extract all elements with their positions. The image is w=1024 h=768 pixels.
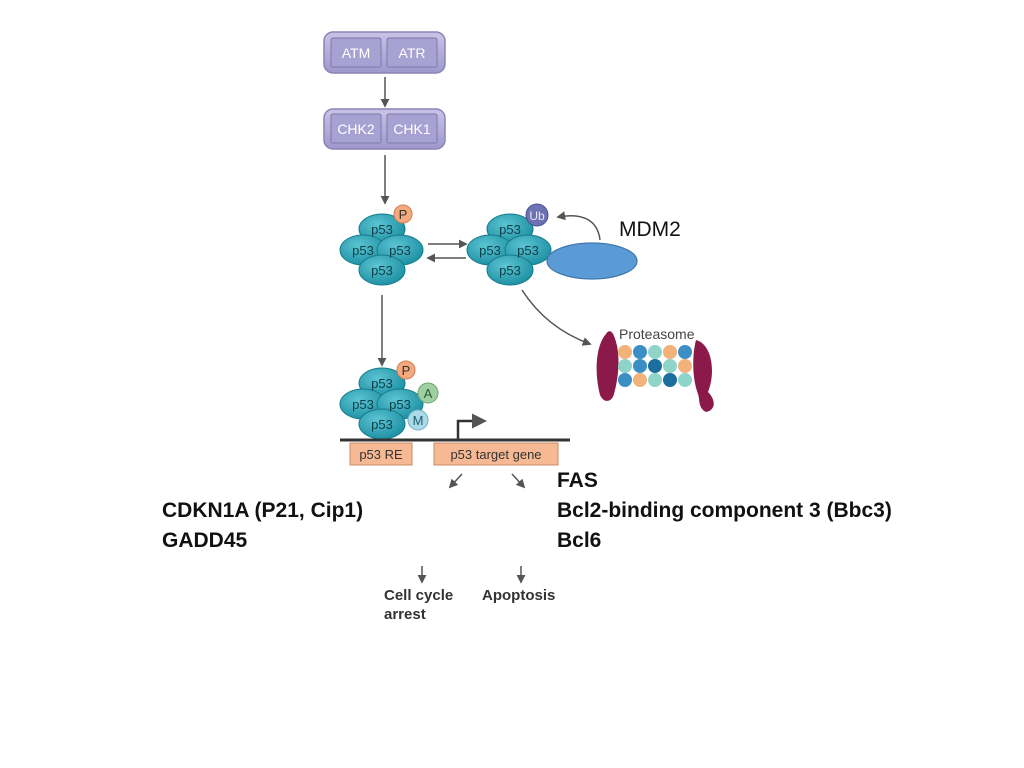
chk1-label: CHK1	[393, 121, 431, 137]
proteasome-label: Proteasome	[619, 326, 695, 342]
phospho-marker	[393, 204, 413, 224]
chk2-label: CHK2	[337, 121, 375, 137]
atm-atr-complex: ATM ATR	[323, 31, 446, 74]
p53-tetramer-ubiquitinated: p53 p53 p53 p53 Ub	[466, 203, 552, 286]
gene-item: CDKN1A (P21, Cip1)	[162, 499, 364, 522]
gene-item: GADD45	[162, 529, 248, 552]
arrow-to-proteasome	[521, 289, 592, 346]
p53-unit-label: p53	[371, 417, 393, 432]
arrow-mdm2-ubiquitinates	[556, 211, 601, 241]
gene-item: Bcl6	[557, 529, 602, 552]
phospho-label: P	[399, 207, 408, 222]
p53-unit-label: p53	[499, 222, 521, 237]
mdm2-ellipse	[546, 242, 638, 280]
p53-target-gene-box	[433, 442, 559, 466]
outcome-cell-cycle-line2: arrest	[384, 606, 426, 623]
gene-item: Bcl2-binding component 3 (Bbc3)	[557, 499, 892, 522]
p53-unit-label: p53	[371, 263, 393, 278]
outcome-cell-cycle-line1: Cell cycle	[384, 587, 453, 604]
acetyl-label: A	[424, 386, 433, 401]
p53-unit-label: p53	[352, 397, 374, 412]
phospho-label: P	[402, 363, 411, 378]
outcome-apoptosis: Apoptosis	[482, 587, 555, 604]
p53-re-box	[349, 442, 413, 466]
mdm2-label: MDM2	[619, 218, 681, 241]
atm-label: ATM	[342, 45, 371, 61]
atr-label: ATR	[399, 45, 426, 61]
p53-target-gene-label: p53 target gene	[450, 447, 541, 462]
p53-unit-label: p53	[371, 376, 393, 391]
methyl-marker	[407, 409, 429, 431]
p53-unit-label: p53	[389, 243, 411, 258]
phospho-marker	[396, 360, 416, 380]
proteasome-icon: Proteasome	[596, 326, 714, 412]
ubiquitin-label: Ub	[529, 209, 545, 223]
p53-unit-label: p53	[389, 397, 411, 412]
p53-unit-label: p53	[352, 243, 374, 258]
p53-unit-label: p53	[517, 243, 539, 258]
transcription-start-arrow	[456, 413, 487, 440]
p53-tetramer-dna-bound: p53 p53 p53 p53 P A M	[339, 360, 439, 440]
arrow-to-apoptosis	[511, 473, 526, 489]
cell-cycle-gene-list: CDKN1A (P21, Cip1) GADD45	[162, 496, 363, 556]
acetyl-marker	[417, 382, 439, 404]
gene-item: FAS	[557, 469, 598, 492]
chk2-chk1-complex: CHK2 CHK1	[323, 108, 446, 150]
ubiquitin-marker	[525, 203, 549, 227]
p53-re-label: p53 RE	[359, 447, 403, 462]
arrow-to-cell-cycle	[448, 473, 463, 489]
p53-tetramer-phosphorylated: p53 p53 p53 p53 P	[339, 204, 424, 286]
p53-unit-label: p53	[479, 243, 501, 258]
apoptosis-gene-list: FAS Bcl2-binding component 3 (Bbc3) Bcl6	[557, 466, 892, 556]
methyl-label: M	[413, 413, 424, 428]
p53-unit-label: p53	[371, 222, 393, 237]
p53-unit-label: p53	[499, 263, 521, 278]
